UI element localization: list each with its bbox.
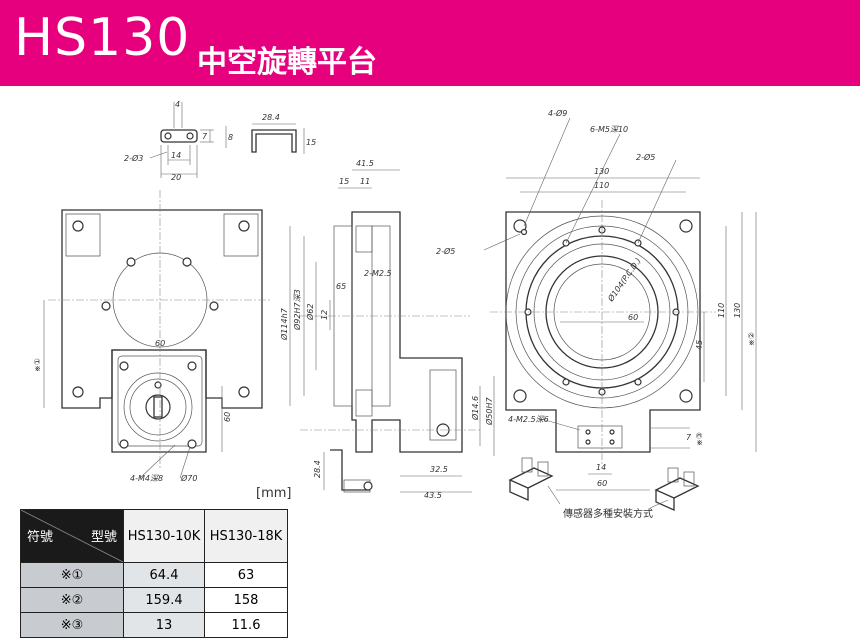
dim-label-43-5: 43.5 — [424, 491, 442, 500]
table-header-row: 符號 型號 HS130-10K HS130-18K — [20, 509, 288, 563]
column-header: HS130-18K — [204, 509, 288, 563]
dim-label-41-5: 41.5 — [356, 159, 374, 168]
dim-label-14: 14 — [171, 151, 181, 160]
dim-label-2-m2-5: 2-M2.5 — [364, 269, 392, 278]
dim-label-4-m2-5: 4-M2.5深6 — [508, 415, 549, 424]
table-cell: 64.4 — [123, 562, 205, 588]
dim-label-2-d5-left: 2-Ø5 — [436, 246, 455, 256]
dim-label-4-d9: 4-Ø9 — [548, 108, 567, 118]
side-view: 41.5 15 11 2-M2.5 65 Ø114h7 Ø92H7深3 Ø62 … — [279, 159, 495, 500]
dim-label-65: 65 — [336, 282, 346, 291]
dim-label-d14-6: Ø14.6 — [470, 396, 480, 421]
dim-label-4-m4: 4-M4深8 — [130, 474, 163, 483]
table-cell: 159.4 — [123, 587, 205, 613]
table-row: ※① 64.4 63 — [20, 562, 288, 588]
corner-model-label: 型號 — [91, 530, 118, 545]
row-symbol: ※① — [20, 562, 124, 588]
dim-label-d114: Ø114h7 — [279, 307, 289, 341]
corner-symbol-label: 符號 — [27, 530, 54, 545]
dim-label-x3: ※③ — [695, 432, 704, 446]
product-title: 中空旋轉平台 — [197, 45, 377, 80]
dim-label-d50: Ø50H7 — [484, 397, 494, 426]
dim-label-60-bottom: 60 — [597, 479, 607, 488]
dim-label-110-v: 110 — [717, 303, 726, 318]
dim-label-14-top: 14 — [596, 463, 606, 472]
dim-label-11: 11 — [360, 177, 370, 186]
dim-label-60-vert: 60 — [223, 412, 232, 422]
dim-label-d70: Ø70 — [180, 473, 197, 483]
sensor-mount-note: 傳感器多種安裝方式 — [563, 509, 653, 520]
dim-label-28-4-side: 28.4 — [313, 460, 322, 478]
front-view: ※① 60 60 4-M4深8 Ø70 — [33, 190, 272, 483]
dim-label-45: 45 — [695, 340, 704, 350]
dim-label-2-d3: 2-Ø3 — [124, 153, 143, 163]
dim-label-28-4: 28.4 — [262, 113, 280, 122]
dim-label-7: 7 — [202, 132, 208, 141]
model-name: HS130 — [14, 8, 191, 68]
column-header: HS130-10K — [123, 509, 205, 563]
dim-label-12: 12 — [320, 310, 329, 320]
dim-label-15: 15 — [306, 138, 316, 147]
dim-label-x1: ※① — [33, 358, 42, 372]
row-symbol: ※② — [20, 587, 124, 613]
dim-label-4: 4 — [175, 100, 180, 109]
dim-label-60-front: 60 — [155, 339, 165, 348]
table-row: ※② 159.4 158 — [20, 587, 288, 613]
bracket-part: 28.4 15 — [251, 113, 316, 154]
sensor-illustration — [508, 457, 700, 512]
dim-label-130-h: 130 — [594, 167, 609, 176]
dim-label-8: 8 — [228, 133, 233, 142]
corner-header: 符號 型號 — [20, 509, 124, 563]
dim-label-110-h: 110 — [594, 181, 609, 190]
technical-drawing: 4 7 8 2-Ø3 14 20 28.4 15 — [33, 100, 757, 512]
dim-label-2-d5-top: 2-Ø5 — [636, 152, 655, 162]
dim-label-20: 20 — [171, 173, 181, 182]
spec-table: 符號 型號 HS130-10K HS130-18K ※① 64.4 63 ※② … — [20, 509, 288, 638]
table-cell: 158 — [204, 587, 288, 613]
dim-label-15-side: 15 — [339, 177, 349, 186]
dim-label-7-top: 7 — [686, 433, 692, 442]
dim-label-d104: Ø104(P.C.D.) — [605, 256, 643, 304]
key-part: 4 7 8 2-Ø3 14 20 — [124, 100, 233, 182]
dim-label-d62: Ø62 — [305, 304, 315, 321]
table-cell: 63 — [204, 562, 288, 588]
dim-label-130-v: 130 — [733, 303, 742, 318]
header-banner: HS130 中空旋轉平台 — [0, 0, 860, 86]
dim-label-x2: ※② — [747, 332, 756, 346]
dim-label-32-5: 32.5 — [430, 465, 448, 474]
top-view: 4-Ø9 6-M5深10 2-Ø5 2-Ø5 130 110 Ø104(P.C.… — [436, 108, 757, 491]
dim-label-60-top: 60 — [628, 313, 638, 322]
dim-label-d92: Ø92H7深3 — [292, 289, 302, 331]
unit-label: [mm] — [256, 486, 292, 501]
dim-label-6-m5: 6-M5深10 — [590, 125, 628, 134]
